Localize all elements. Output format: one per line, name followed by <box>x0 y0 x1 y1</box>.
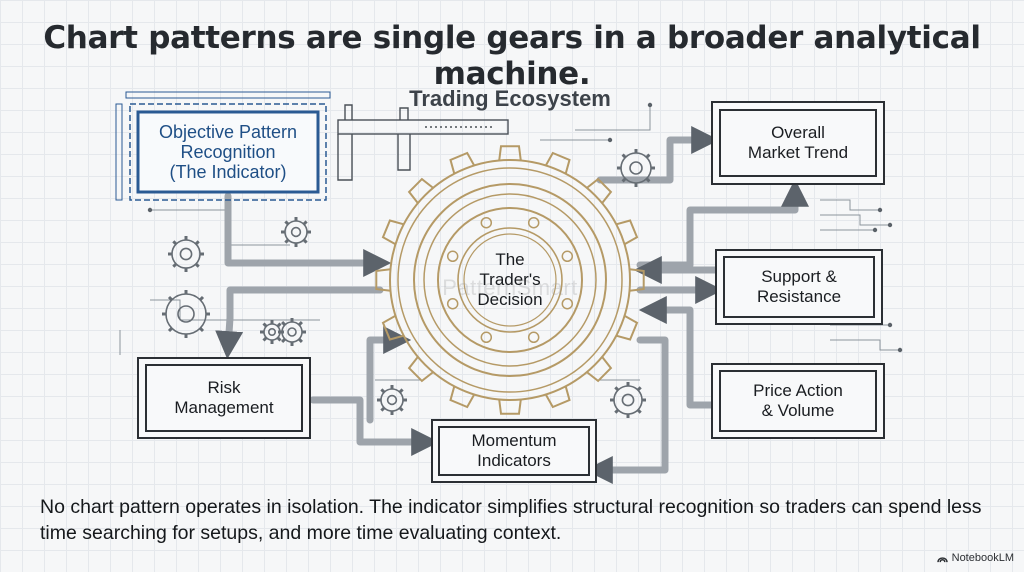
gear-tooth <box>407 356 434 383</box>
headline: Chart patterns are single gears in a bro… <box>43 20 981 92</box>
small-gear-icon <box>168 236 204 272</box>
gear-bolt <box>527 216 540 229</box>
gear-tooth <box>381 219 404 246</box>
gear-tooth <box>449 386 476 409</box>
schematic-dots <box>147 102 903 353</box>
gear-tooth <box>498 399 522 415</box>
small-gear-icon <box>281 217 311 247</box>
small-gear-icon <box>278 318 306 346</box>
arrow-pattern-to-center <box>224 192 392 277</box>
gear-bolt <box>561 297 574 310</box>
caliper-icon <box>337 104 509 181</box>
diagram-title: Trading Ecosystem <box>409 86 611 111</box>
gear-tooth <box>586 177 613 204</box>
watermark: PatternSmart <box>442 275 578 300</box>
gear-tooth <box>407 177 434 204</box>
node-objective-pattern-recognition: Objective Pattern Recognition (The Indic… <box>158 122 298 182</box>
center-label-traders-decision: The Trader's Decision <box>477 250 543 309</box>
node-overall-market-trend: Overall Market Trend <box>747 123 849 162</box>
gear-bolt <box>446 250 459 263</box>
node-momentum-indicators: Momentum Indicators <box>471 431 557 470</box>
gear-tooth <box>616 314 639 341</box>
caption: No chart pattern operates in isolation. … <box>40 496 982 544</box>
small-gear-icons <box>162 149 655 418</box>
node-frames <box>115 91 885 483</box>
arrow-price-to-center <box>638 296 716 409</box>
arrow-trend-loop <box>636 178 809 269</box>
gear-tooth <box>375 268 391 292</box>
gear-bolt <box>527 331 540 344</box>
gear-bolt <box>480 216 493 229</box>
gear-tooth <box>498 145 522 161</box>
gear-tooth <box>544 386 571 409</box>
small-gear-icon <box>377 385 407 415</box>
arrow-center-to-momentum <box>584 336 669 484</box>
small-gear-icon <box>617 149 655 187</box>
flow-arrows <box>215 126 809 484</box>
gear-bolt <box>446 297 459 310</box>
node-price-action-volume: Price Action & Volume <box>753 381 843 420</box>
arrow-center-to-trend <box>596 126 720 184</box>
node-support-resistance: Support & Resistance <box>756 267 842 306</box>
arrow-center-to-risk <box>215 286 384 360</box>
brand-badge: NotebookLM <box>936 552 1014 564</box>
gear-tooth <box>586 356 613 383</box>
gear-tooth <box>449 151 476 174</box>
notebooklm-logo-icon <box>936 556 948 562</box>
brand-name: NotebookLM <box>951 552 1014 564</box>
gear-tooth <box>544 151 571 174</box>
arrow-risk-to-momentum <box>309 396 440 456</box>
central-gear <box>375 145 645 415</box>
node-risk-management: Risk Management <box>174 378 274 417</box>
gear-bolt <box>480 331 493 344</box>
gear-tooth <box>629 268 645 292</box>
gear-tooth <box>616 219 639 246</box>
gear-bolt <box>561 250 574 263</box>
small-gear-icon <box>162 290 210 338</box>
small-gear-icon <box>610 382 646 418</box>
gear-tooth <box>381 314 404 341</box>
